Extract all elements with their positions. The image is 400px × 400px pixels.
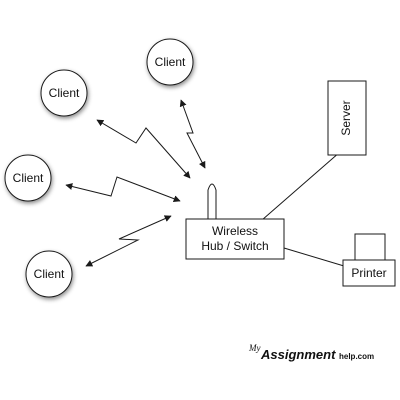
client-node: Client xyxy=(40,69,88,117)
watermark-tail: help.com xyxy=(339,352,374,361)
client-label: Client xyxy=(49,86,80,100)
watermark-logo: My Assignment help.com xyxy=(248,343,374,362)
client-circle xyxy=(146,38,194,86)
wireless-link-client-left xyxy=(65,176,181,203)
hub-label-line-2: Hub / Switch xyxy=(201,239,268,253)
hub-printer-link xyxy=(283,247,345,267)
wireless-link-client-lower-left xyxy=(85,215,172,267)
wireless-link-client-top xyxy=(179,99,206,169)
client-circle xyxy=(4,154,52,202)
client-label: Client xyxy=(155,55,186,69)
server-label: Server xyxy=(339,100,353,135)
wireless-link-client-upper-left xyxy=(96,119,191,179)
client-node: Client xyxy=(146,38,194,86)
server-node: Server xyxy=(327,80,367,156)
hub-antenna xyxy=(207,183,217,222)
hub-server-link xyxy=(261,151,341,221)
hub-label-line-1: Wireless xyxy=(212,224,258,238)
printer-node: Printer xyxy=(342,233,396,287)
client-node: Client xyxy=(25,250,73,298)
server-box xyxy=(327,80,367,156)
hub-box xyxy=(185,218,285,260)
watermark-prefix: My xyxy=(248,343,261,353)
client-label: Client xyxy=(13,171,44,185)
client-label: Client xyxy=(34,267,65,281)
printer-paper-tray xyxy=(354,233,386,261)
wireless-hub: Wireless Hub / Switch xyxy=(185,183,285,260)
printer-box xyxy=(342,259,396,287)
watermark-main: Assignment xyxy=(260,347,336,362)
printer-label: Printer xyxy=(351,266,386,280)
client-node: Client xyxy=(4,154,52,202)
client-circle xyxy=(25,250,73,298)
client-circle xyxy=(40,69,88,117)
